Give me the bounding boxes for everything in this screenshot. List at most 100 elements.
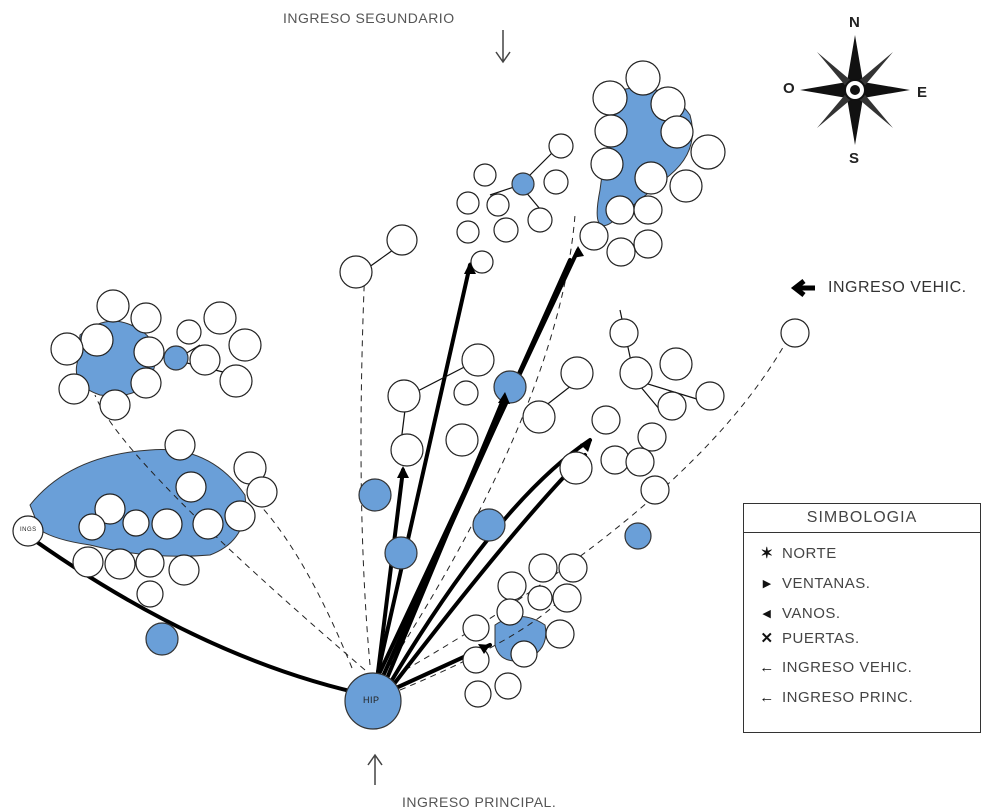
legend-title: SIMBOLOGIA (744, 504, 980, 533)
legend-item-doors: ✕PUERTAS. (752, 629, 860, 647)
legend-box: SIMBOLOGIA ✶ NORTE ▸VENTANAS. ◂ VANOS. ✕PU… (743, 503, 981, 733)
node-hub (344, 672, 402, 730)
bubble (558, 553, 588, 583)
bubble (486, 193, 510, 217)
bubble (462, 646, 490, 674)
bubble (560, 356, 594, 390)
bubble (58, 373, 90, 405)
bubble (80, 323, 114, 357)
bubble (130, 302, 162, 334)
bubble (96, 289, 130, 323)
connector-main (386, 393, 507, 678)
bubble (176, 319, 202, 345)
bubble (634, 161, 668, 195)
bubble (640, 475, 670, 505)
bubble (543, 169, 569, 195)
node-blue (145, 622, 179, 656)
bubble (164, 429, 196, 461)
bubble (219, 364, 253, 398)
bubble (72, 546, 104, 578)
bubble (609, 318, 639, 348)
bubble (633, 229, 663, 259)
connector-main (376, 263, 472, 674)
secondary-entrance-arrow (495, 30, 511, 64)
bubble (456, 220, 480, 244)
connector-main (376, 468, 405, 674)
legend-item-label: VANOS. (782, 605, 841, 622)
bubble (657, 391, 687, 421)
bubble (133, 336, 165, 368)
legend-item-label: INGRESO VEHIC. (782, 659, 913, 676)
node-blue (384, 536, 418, 570)
compass-west: O (783, 80, 795, 97)
legend-item-openings: ◂ VANOS. (752, 604, 841, 622)
legend-item-vehicle-entrance: ← INGRESO VEHIC. (752, 659, 912, 676)
legend-item-windows: ▸VENTANAS. (752, 574, 870, 592)
bubble (78, 513, 106, 541)
bubble (151, 508, 183, 540)
bubble (493, 217, 519, 243)
bubble (592, 80, 628, 116)
legend-item-label: INGRESO PRINC. (782, 689, 914, 706)
bubble (494, 672, 522, 700)
bubble (669, 169, 703, 203)
bubble (695, 381, 725, 411)
bubble (445, 423, 479, 457)
legend-item-label: NORTE (782, 545, 837, 562)
bubble (606, 237, 636, 267)
bubble (203, 301, 237, 335)
legend-item-north: ✶ NORTE (752, 544, 837, 562)
bubble (224, 500, 256, 532)
zone-blob-left-lower (29, 449, 247, 557)
bubble (594, 114, 628, 148)
north-star-icon: ✶ (760, 545, 774, 562)
bubble (660, 115, 694, 149)
bubble (464, 680, 492, 708)
node-blue (163, 345, 189, 371)
bubble (192, 508, 224, 540)
bubble (590, 147, 624, 181)
vehicle-entrance-label: INGRESO VEHIC. (828, 279, 967, 296)
bubble (548, 133, 574, 159)
door-symbol-icon: ✕ (760, 630, 774, 647)
connector-main (18, 528, 374, 698)
bubble (462, 614, 490, 642)
opening-symbol-icon: ◂ (762, 605, 772, 622)
bubble (99, 389, 131, 421)
bubble (527, 585, 553, 611)
connector-dashed (399, 599, 561, 691)
bubble (130, 367, 162, 399)
node-blue (511, 172, 535, 196)
bubble (559, 451, 593, 485)
arrowhead (572, 246, 584, 258)
bubble (135, 548, 165, 578)
bubble (453, 380, 479, 406)
window-symbol-icon: ▸ (762, 575, 772, 592)
arrowhead (464, 262, 476, 274)
bubble (387, 379, 421, 413)
bubble (497, 571, 527, 601)
node-blue (624, 522, 652, 550)
bubble (605, 195, 635, 225)
bubble (122, 509, 150, 537)
vehicle-entrance-arrow (790, 279, 815, 297)
bubble (625, 447, 655, 477)
arrowhead (478, 644, 490, 654)
bubble (175, 471, 207, 503)
bubble (50, 332, 84, 366)
bubble (545, 619, 575, 649)
door-label: INGS (20, 527, 37, 533)
bubble (527, 207, 553, 233)
connector-dashed (360, 264, 371, 666)
legend-item-main-entrance: ←INGRESO PRINC. (752, 689, 913, 706)
bubble (780, 318, 810, 348)
bubble (470, 250, 494, 274)
bubble (246, 476, 278, 508)
compass-icon (800, 35, 910, 145)
bubble (579, 221, 609, 251)
bubble (552, 583, 582, 613)
main-entrance-label: INGRESO PRINCIPAL. (402, 794, 557, 810)
arrow-left-icon: ← (759, 659, 775, 676)
